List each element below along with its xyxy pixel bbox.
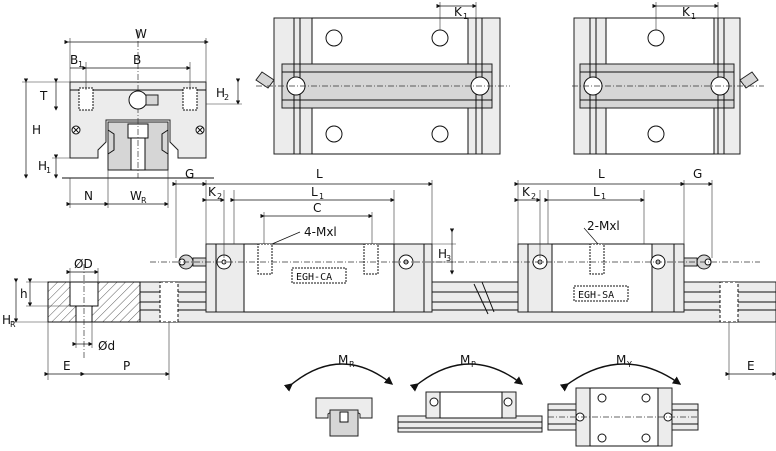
dim-H: H	[32, 123, 41, 137]
moment-MP-sub: P	[471, 360, 476, 369]
dim-L-right: L	[598, 167, 605, 181]
dim-H3-sub: 3	[446, 254, 451, 263]
end-view: W B 1 B T H H 1 H 2 N W R	[22, 27, 242, 208]
dim-K2-left: K	[208, 185, 217, 199]
dim-HR: H	[2, 313, 11, 327]
moment-MR: M	[338, 353, 348, 367]
dim-L-left: L	[316, 167, 323, 181]
dim-K2-right: K	[522, 185, 531, 199]
dim-K1-top-left: K	[454, 5, 463, 19]
dim-H1-sub: 1	[46, 166, 51, 175]
dim-L1-right: L	[593, 185, 600, 199]
dim-HR-sub: R	[10, 320, 16, 329]
moment-MY-sub: Y	[626, 360, 632, 369]
dim-K1-top-left-sub: 1	[463, 12, 468, 21]
dim-h: h	[20, 287, 28, 301]
moment-icons: M R M P M Y	[283, 353, 699, 447]
dim-E-right: E	[747, 359, 755, 373]
dim-L1-left: L	[311, 185, 318, 199]
dim-C: C	[313, 201, 321, 215]
dim-H2: H	[216, 86, 225, 100]
dim-L1-left-sub: 1	[319, 192, 324, 201]
moment-MR-sub: R	[349, 360, 355, 369]
dim-T: T	[39, 89, 48, 103]
dim-W: W	[135, 27, 147, 41]
top-view-ca: K 1	[255, 2, 510, 155]
top-view-sa: K 1	[572, 2, 764, 155]
dim-B: B	[133, 53, 141, 67]
dim-G-right: G	[693, 167, 702, 181]
dim-P: P	[123, 359, 130, 373]
dim-K2-right-sub: 2	[531, 192, 536, 201]
dim-OD: ØD	[74, 257, 93, 271]
thread-label-right: 2-Mxl	[587, 219, 620, 233]
dim-E-left: E	[63, 359, 71, 373]
model-label-sa: EGH-SA	[578, 290, 614, 301]
dim-H3: H	[438, 247, 447, 261]
dim-K2-left-sub: 2	[217, 192, 222, 201]
dim-WR: W	[130, 189, 142, 203]
thread-label-left: 4-Mxl	[304, 225, 337, 239]
dim-B1-sub: 1	[78, 60, 83, 69]
model-label-ca: EGH-CA	[296, 272, 332, 283]
moment-MP: M	[460, 353, 470, 367]
dim-H2-sub: 2	[224, 93, 229, 102]
dim-Od: Ød	[98, 339, 115, 353]
dim-WR-sub: R	[141, 196, 147, 205]
dim-K1-top-right-sub: 1	[691, 12, 696, 21]
dim-H1: H	[38, 159, 47, 173]
dim-N: N	[84, 189, 93, 203]
dim-G-left: G	[185, 167, 194, 181]
dim-K1-top-right: K	[682, 5, 691, 19]
moment-MY: M	[616, 353, 626, 367]
dim-B1: B	[70, 53, 78, 67]
side-view: EGH-CA EGH-SA G L	[2, 167, 776, 380]
dim-L1-right-sub: 1	[601, 192, 606, 201]
